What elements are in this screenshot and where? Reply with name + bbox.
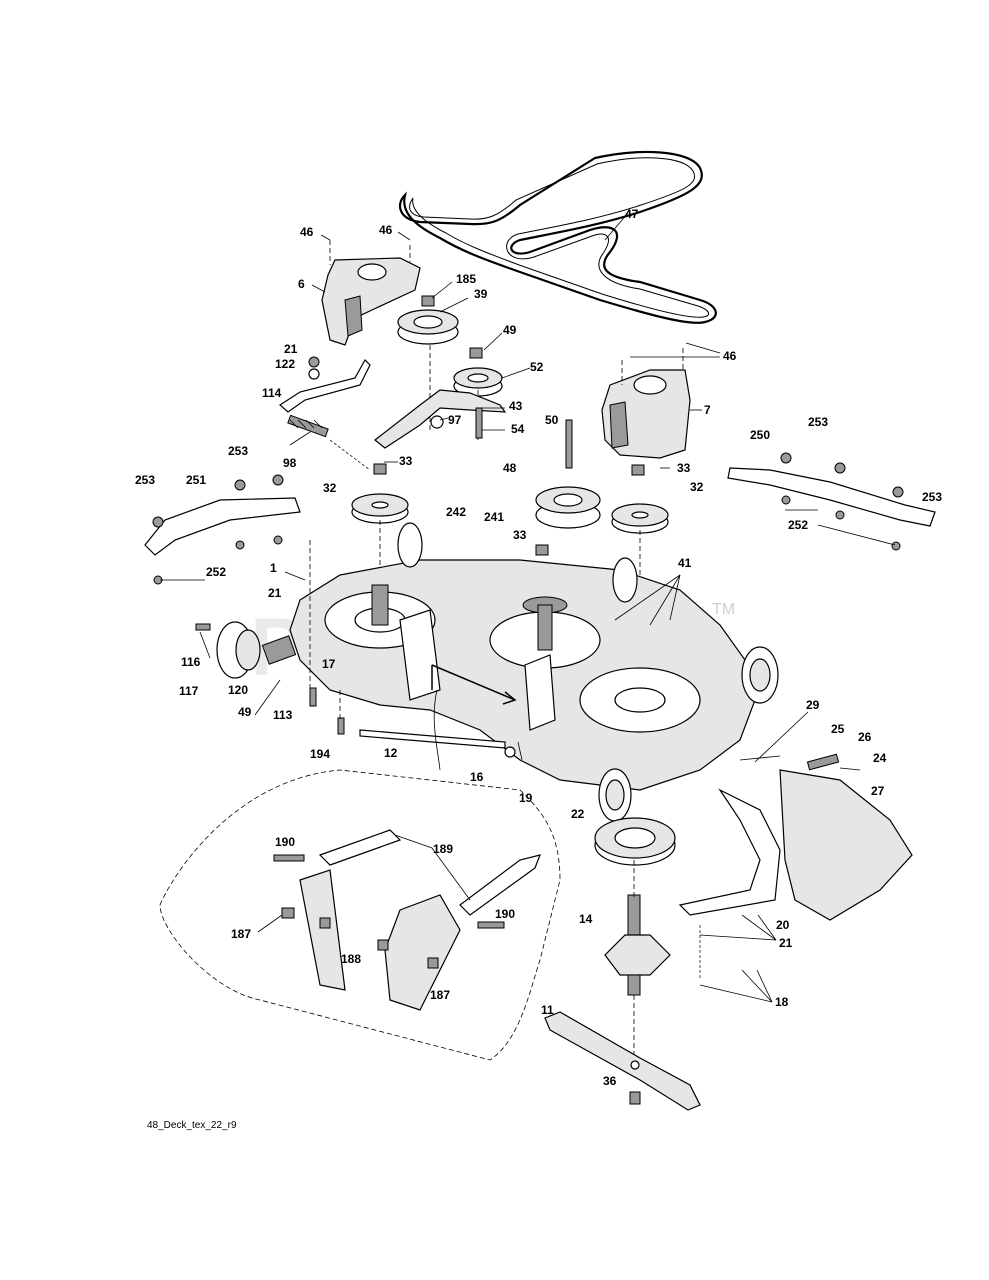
spindle-pulley-left (351, 463, 409, 585)
callout-17: 17 (322, 657, 336, 671)
bracket-251 (144, 474, 301, 585)
belt (398, 150, 717, 324)
callout-24: 24 (873, 751, 887, 765)
callout-194: 194 (310, 747, 330, 761)
callout-116: 116 (181, 655, 201, 669)
callout-187: 187 (231, 927, 251, 941)
callout-20: 20 (776, 918, 790, 932)
bracket-250 (727, 452, 936, 551)
callout-50: 50 (545, 413, 559, 427)
callout-49: 49 (503, 323, 517, 337)
callout-250: 250 (750, 428, 770, 442)
callout-27: 27 (871, 784, 885, 798)
callout-26: 26 (858, 730, 872, 744)
callout-120: 120 (228, 683, 248, 697)
callout-97: 97 (448, 413, 462, 427)
callout-12: 12 (384, 746, 398, 760)
mower-deck (289, 559, 756, 791)
deck-wheels (216, 522, 779, 822)
belt-cover-right (601, 348, 691, 459)
callout-6: 6 (298, 277, 305, 291)
callout-11: 11 (541, 1003, 554, 1017)
callout-32: 32 (690, 480, 704, 494)
diagram-code: 48_Deck_tex_22_r9 (147, 1120, 237, 1131)
idler-pulley-48 (535, 419, 601, 556)
callout-252: 252 (206, 565, 226, 579)
callout-33: 33 (399, 454, 413, 468)
callout-36: 36 (603, 1074, 617, 1088)
callout-22: 22 (571, 807, 585, 821)
callout-241: 241 (484, 510, 504, 524)
spindle-assembly (594, 817, 676, 1060)
callout-49: 49 (238, 705, 252, 719)
callout-190: 190 (275, 835, 295, 849)
callout-52: 52 (530, 360, 544, 374)
callout-labels: 46 46 47 185 39 6 21 122 49 52 114 43 54… (135, 207, 942, 1088)
rod-and-spring (279, 356, 371, 471)
callout-7: 7 (704, 403, 711, 417)
callout-113: 113 (273, 708, 293, 722)
callout-253: 253 (135, 473, 155, 487)
discharge-chute (678, 753, 913, 980)
kit-outline (159, 769, 561, 1061)
callout-251: 251 (186, 473, 206, 487)
callout-33: 33 (677, 461, 691, 475)
callout-242: 242 (446, 505, 466, 519)
callout-46: 46 (723, 349, 737, 363)
callout-253: 253 (922, 490, 942, 504)
callout-46: 46 (379, 223, 393, 237)
callout-46: 46 (300, 225, 314, 239)
watermark-tm: TM (712, 601, 735, 618)
idler-pulley-39 (397, 295, 459, 430)
callout-190: 190 (495, 907, 515, 921)
callout-187: 187 (430, 988, 450, 1002)
callout-48: 48 (503, 461, 517, 475)
callout-189: 189 (433, 842, 453, 856)
callout-14: 14 (579, 912, 593, 926)
callout-185: 185 (456, 272, 476, 286)
callout-21: 21 (284, 342, 298, 356)
callout-253: 253 (228, 444, 248, 458)
mower-blade (544, 1011, 701, 1111)
callout-32: 32 (323, 481, 337, 495)
callout-18: 18 (775, 995, 789, 1009)
callout-114: 114 (262, 386, 282, 400)
callout-47: 47 (625, 207, 639, 221)
callout-33: 33 (513, 528, 527, 542)
callout-252: 252 (788, 518, 808, 532)
callout-188: 188 (341, 952, 361, 966)
callout-21: 21 (779, 936, 793, 950)
callout-21: 21 (268, 586, 282, 600)
callout-25: 25 (831, 722, 845, 736)
callout-117: 117 (179, 684, 199, 698)
callout-98: 98 (283, 456, 297, 470)
callout-54: 54 (511, 422, 525, 436)
callout-253: 253 (808, 415, 828, 429)
callout-122: 122 (275, 357, 295, 371)
belt-cover-left (321, 240, 421, 346)
callout-19: 19 (519, 791, 533, 805)
callout-41: 41 (678, 556, 692, 570)
callout-16: 16 (470, 770, 484, 784)
leader-lines (160, 212, 896, 1003)
callout-39: 39 (474, 287, 488, 301)
callout-29: 29 (806, 698, 820, 712)
idler-pulley-52 (453, 347, 503, 440)
callout-43: 43 (509, 399, 523, 413)
idler-arm (374, 389, 507, 449)
spindle-pulley-right (611, 464, 669, 690)
callout-1: 1 (270, 561, 277, 575)
rod-12 (195, 540, 523, 771)
